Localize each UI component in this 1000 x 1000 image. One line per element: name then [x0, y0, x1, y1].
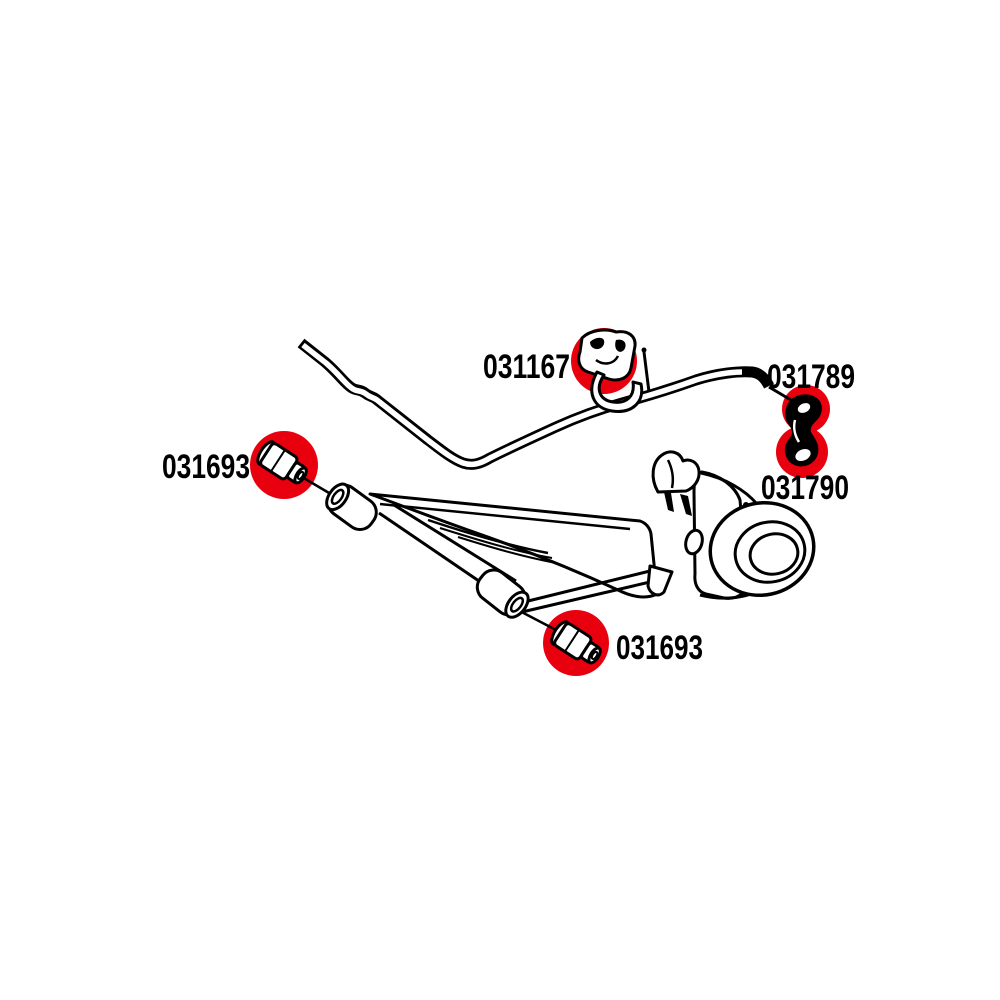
stabilizer-clamp-bushing-drawing	[577, 328, 651, 413]
part-number-label-031790: 031790	[761, 469, 849, 507]
part-number-labels: 031167 031789 031790 031693 031693	[162, 348, 855, 667]
sway-bar-drawing	[297, 338, 774, 470]
part-number-label-031789: 031789	[767, 358, 855, 396]
part-number-label-031693-rear: 031693	[616, 629, 703, 667]
front-arm-bushing-drawing	[256, 440, 308, 485]
drop-link-drawing	[784, 394, 822, 467]
front-bushing-tube	[325, 482, 378, 531]
part-number-label-031693-front: 031693	[162, 448, 250, 486]
part-number-label-031167: 031167	[483, 348, 570, 386]
rear-bushing-tube	[475, 568, 530, 619]
trailing-arm-drawing	[325, 450, 816, 619]
rear-arm-bushing-drawing	[550, 620, 602, 665]
